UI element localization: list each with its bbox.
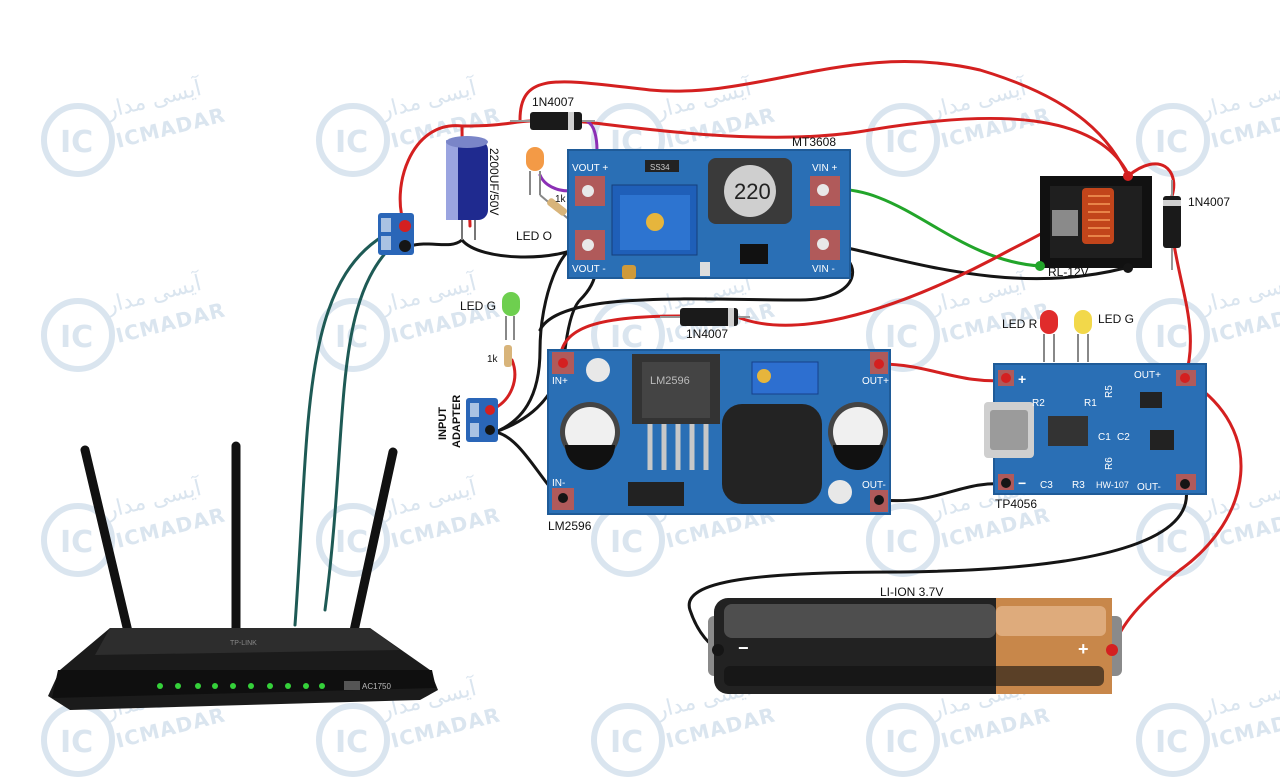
wire-green [821, 187, 1042, 268]
battery-label: LI-ION 3.7V [880, 585, 943, 599]
router-brand: TP-LINK [230, 640, 257, 647]
charger-c3: C3 [1040, 480, 1053, 491]
led-o-label: LED O [516, 229, 552, 243]
relay-rl12v: RL-12V [1035, 171, 1152, 279]
buck-in-plus: IN+ [552, 376, 568, 387]
charger-c2: C2 [1117, 432, 1130, 443]
charger-model: HW-107 [1096, 480, 1129, 490]
led-g-right-label: LED G [1098, 312, 1134, 326]
battery-minus: − [738, 638, 749, 658]
boost-inductor-label: 220 [734, 179, 771, 204]
charger-minus: − [1018, 475, 1026, 491]
router: TP-LINK AC1750 [48, 441, 438, 710]
charger-r6: R6 [1104, 457, 1115, 470]
charger-r5: R5 [1104, 385, 1115, 398]
diode-mid-label: 1N4007 [686, 327, 728, 341]
boost-vout-minus: VOUT - [572, 264, 606, 275]
charger-r2: R2 [1032, 398, 1045, 409]
led-green-left: LED G 1k [460, 292, 520, 367]
input-adapter-label-1: INPUT [437, 407, 449, 440]
led-orange: LED O 1k [516, 147, 573, 243]
router-model: AC1750 [362, 682, 391, 691]
buck-name: LM2596 [548, 519, 592, 533]
diode-middle: 1N4007 [660, 308, 750, 341]
boost-vin-minus: VIN - [812, 264, 835, 275]
watermark-logo: IC [60, 125, 93, 160]
wire-teal-router-2 [323, 238, 400, 612]
buck-out-minus: OUT- [862, 480, 886, 491]
charger-plus: + [1018, 371, 1026, 387]
router-status-leds [157, 683, 325, 689]
buck-in-minus: IN- [552, 478, 565, 489]
diode-relay-label: 1N4007 [1188, 195, 1230, 209]
relay-label: RL-12V [1048, 265, 1089, 279]
diode-top-label: 1N4007 [532, 95, 574, 109]
input-adapter-label-2: ADAPTER [451, 395, 463, 448]
boost-vin-plus: VIN + [812, 163, 837, 174]
diode-relay: 1N4007 [1163, 180, 1230, 270]
led-red-right: LED R [1002, 310, 1058, 362]
boost-module-mt3608: VOUT + VOUT - VIN + VIN - SS34 220 [567, 149, 851, 279]
led-yellow-right: LED G [1074, 310, 1134, 362]
router-antenna-right [347, 447, 398, 645]
diode-top: 1N4007 [510, 95, 595, 130]
watermark-tile: IC آیسی مدار ICMADAR [41, 74, 228, 177]
battery-plus: + [1078, 639, 1089, 659]
capacitor-2200uf: 2200UF/50V [446, 136, 501, 240]
charger-out-plus: OUT+ [1134, 370, 1161, 381]
charger-c1: C1 [1098, 432, 1111, 443]
wire-teal-router-1 [293, 230, 392, 627]
boost-vout-plus: VOUT + [572, 163, 608, 174]
buck-module-lm2596: IN+ IN- OUT+ OUT- LM2596 [547, 349, 891, 515]
boost-name: MT3608 [792, 135, 836, 149]
res-left-label: 1k [487, 354, 499, 365]
led-g-left-label: LED G [460, 299, 496, 313]
charger-r3: R3 [1072, 480, 1085, 491]
charger-name: TP4056 [995, 497, 1037, 511]
boost-chip-label: SS34 [650, 163, 670, 172]
input-adapter-terminal: INPUT ADAPTER [437, 395, 498, 448]
charger-r1: R1 [1084, 398, 1097, 409]
charger-out-minus: OUT- [1137, 482, 1161, 493]
terminal-block-top [378, 213, 414, 255]
capacitor-label: 2200UF/50V [487, 148, 501, 215]
charger-tp4056: + − OUT+ OUT- R2 R1 R5 C1 C2 R6 C3 R3 HW… [984, 363, 1207, 495]
battery-li-ion: − + [708, 598, 1122, 694]
buck-out-plus: OUT+ [862, 376, 889, 387]
res-boost-label: 1k [555, 194, 567, 205]
router-antenna-left [80, 445, 135, 645]
buck-chip-label: LM2596 [650, 375, 690, 387]
led-r-right-label: LED R [1002, 317, 1038, 331]
